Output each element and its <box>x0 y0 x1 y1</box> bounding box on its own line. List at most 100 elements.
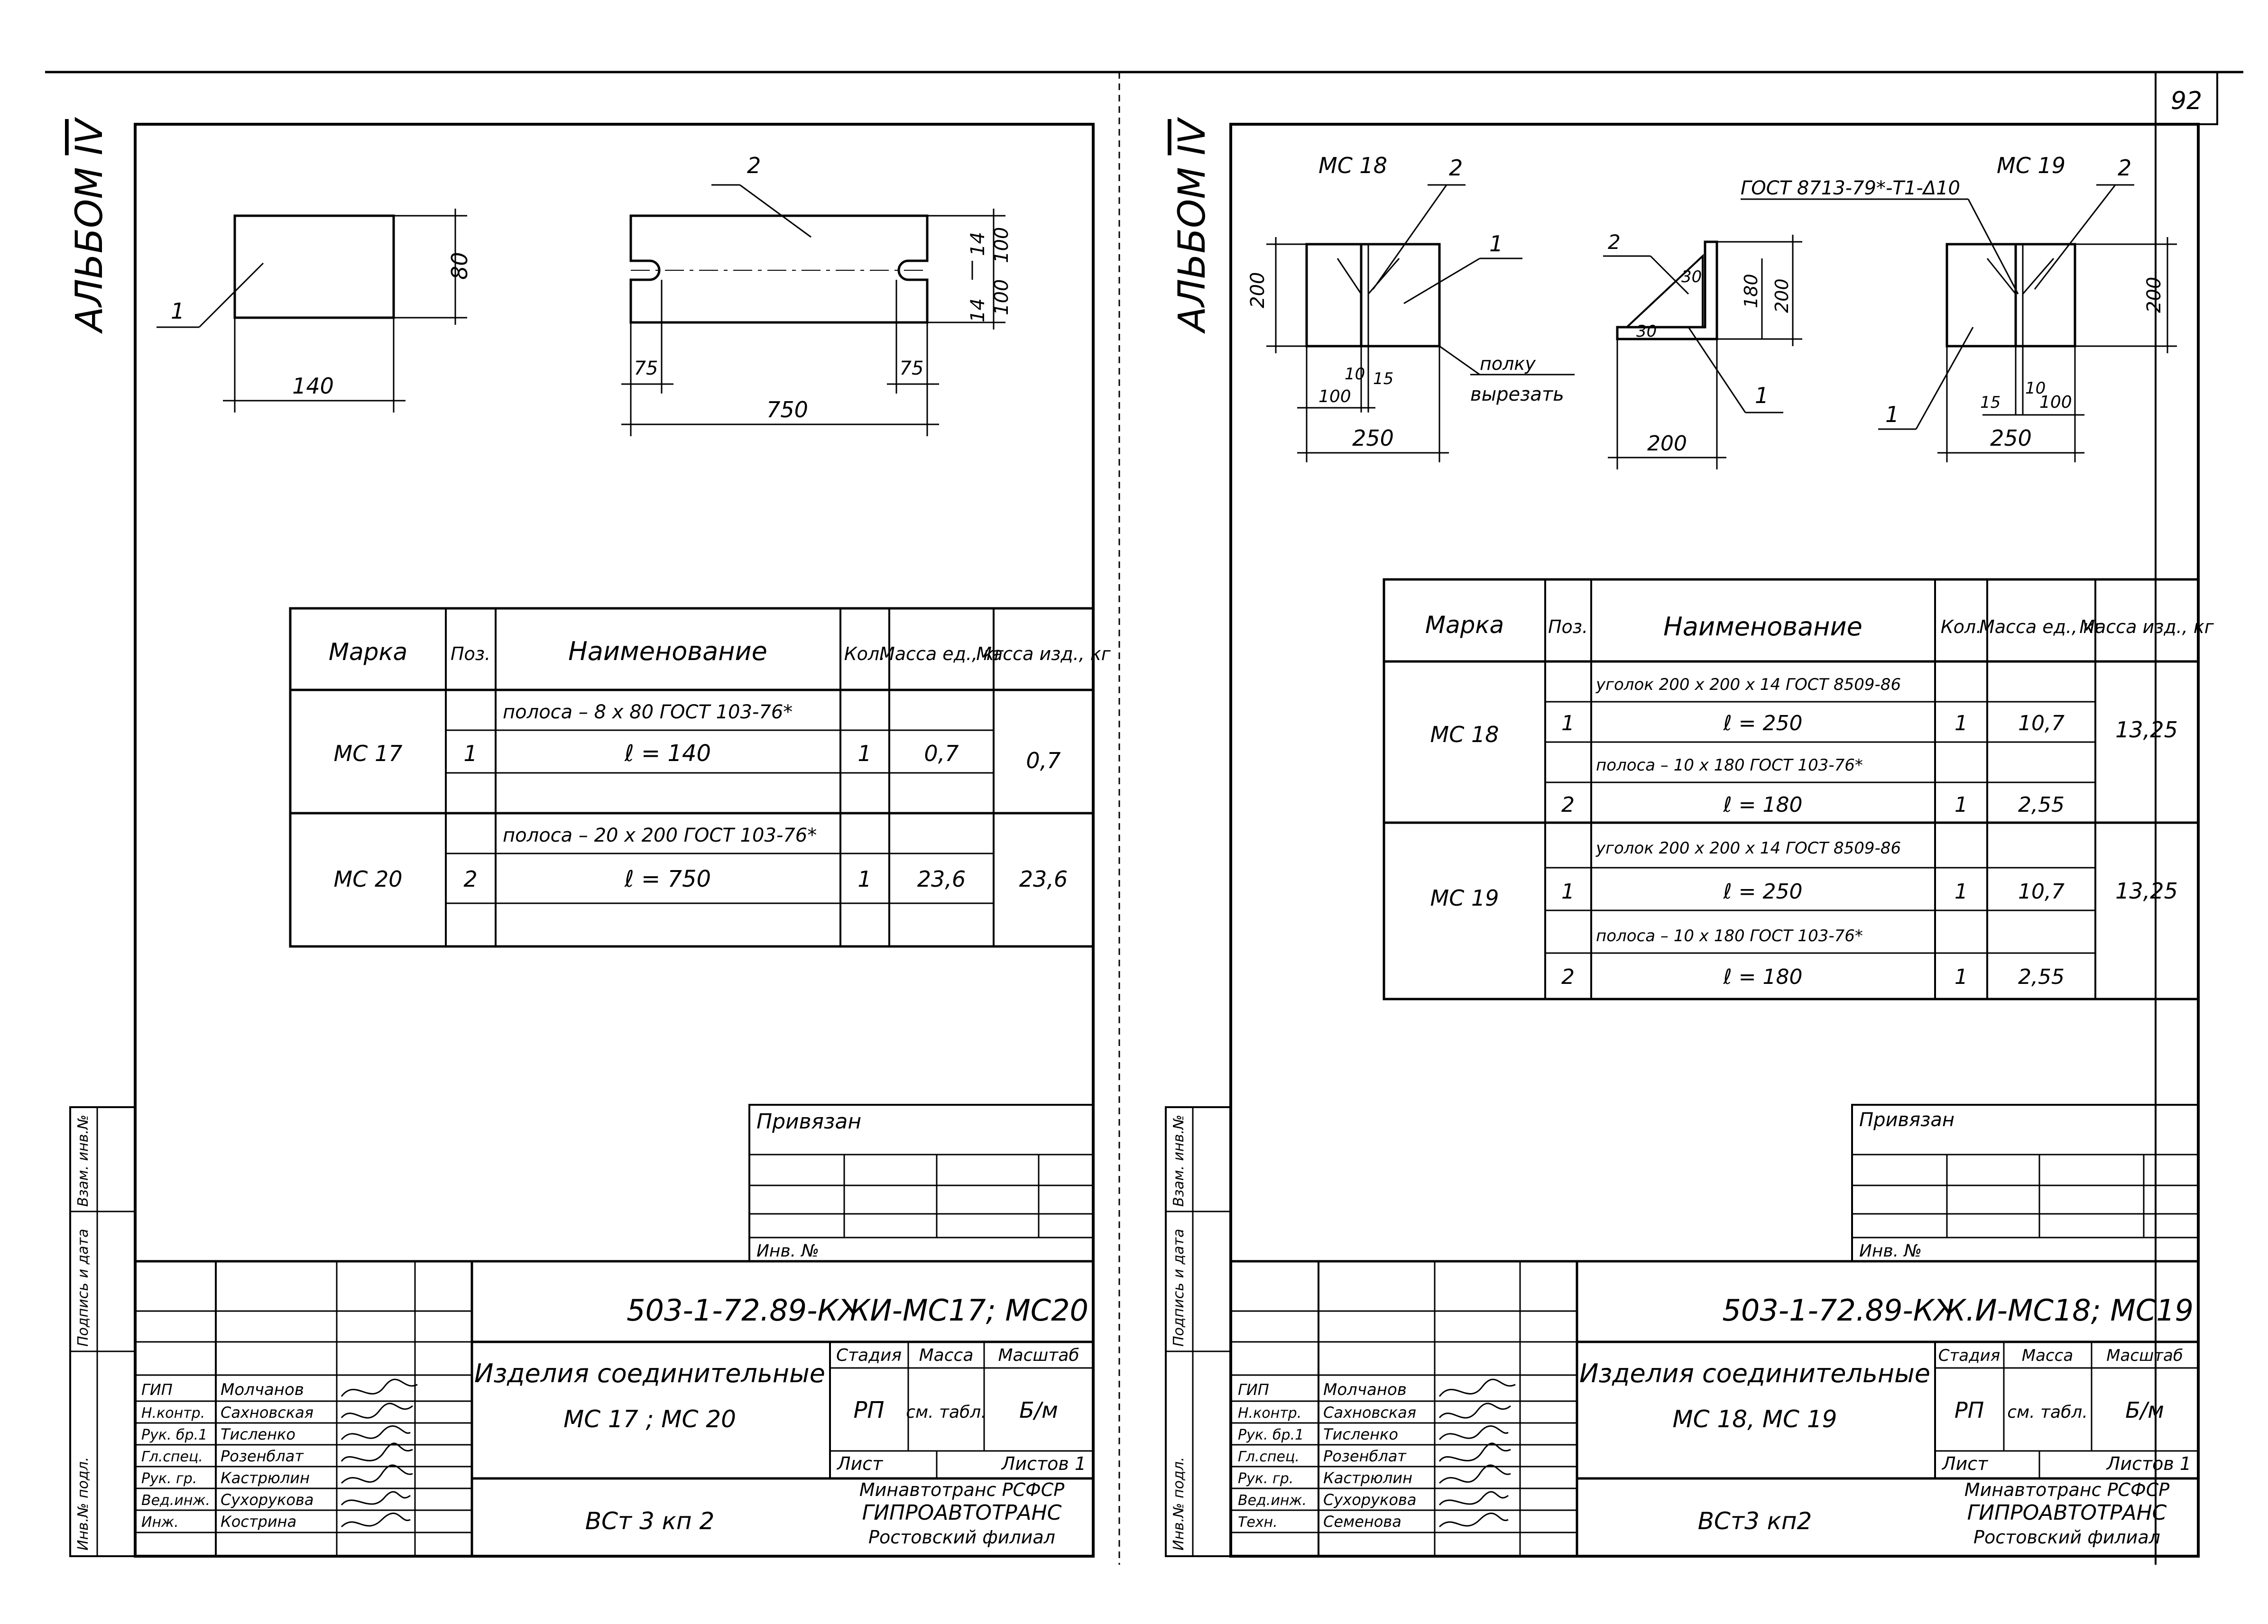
svg-text:Гл.спец.: Гл.спец. <box>1238 1449 1300 1465</box>
svg-text:Рук. бр.1: Рук. бр.1 <box>1238 1427 1304 1443</box>
left-side-stamp: Инв.№ подл. Подпись и дата Взам. инв.№ <box>69 1106 136 1557</box>
right-spec-table: Марка Поз. Наименование Кол. Масса ед., … <box>1383 578 2214 1000</box>
svg-text:Тисленко: Тисленко <box>221 1425 295 1443</box>
svg-text:140: 140 <box>292 373 334 399</box>
left-title-block: 503-1-72.89-КЖИ-МС17; МС20 Изделия соеди… <box>135 1260 1093 1556</box>
svg-text:Наименование: Наименование <box>1663 612 1862 642</box>
svg-text:23,6: 23,6 <box>917 866 966 892</box>
right-drawing-code: 503-1-72.89-КЖ.И-МС18; МС19 <box>1722 1293 2194 1328</box>
svg-text:ВСт 3 кп 2: ВСт 3 кп 2 <box>585 1507 715 1535</box>
svg-text:2: 2 <box>747 153 761 178</box>
right-side-stamp: Инв.№ подл. Подпись и дата Взам. инв.№ <box>1165 1106 1232 1557</box>
svg-text:0,7: 0,7 <box>924 741 959 766</box>
svg-text:10: 10 <box>1345 365 1365 384</box>
svg-text:ГИП: ГИП <box>141 1381 173 1399</box>
svg-text:Вед.инж.: Вед.инж. <box>141 1492 210 1509</box>
svg-text:полоса – 10 х 180 ГОСТ 103-76: полоса – 10 х 180 ГОСТ 103-76* <box>1596 756 1863 775</box>
svg-text:Масштаб: Масштаб <box>998 1346 1079 1365</box>
svg-text:Вед.инж.: Вед.инж. <box>1238 1492 1307 1509</box>
svg-text:200: 200 <box>2143 277 2165 313</box>
svg-text:Наименование: Наименование <box>568 636 767 666</box>
svg-text:МС 18, МС 19: МС 18, МС 19 <box>1673 1405 1837 1433</box>
signature-scribbles-left <box>341 1378 418 1528</box>
svg-text:Техн.: Техн. <box>1238 1514 1278 1531</box>
svg-text:Кол.: Кол. <box>844 643 885 664</box>
svg-text:10: 10 <box>2025 379 2046 398</box>
svg-text:180: 180 <box>1741 274 1761 308</box>
svg-text:Кастрюлин: Кастрюлин <box>1323 1469 1412 1487</box>
page-number: 92 <box>2171 87 2202 115</box>
svg-text:Взам. инв.№: Взам. инв.№ <box>75 1115 92 1207</box>
right-privyazan-box: Привязан Инв. № <box>1851 1104 2199 1262</box>
svg-text:Марка: Марка <box>1425 611 1504 639</box>
svg-text:ℓ = 750: ℓ = 750 <box>624 866 711 892</box>
svg-text:Масса изд., кг: Масса изд., кг <box>2079 616 2214 637</box>
svg-text:Инв. №: Инв. № <box>756 1241 819 1261</box>
svg-text:Б/м: Б/м <box>1019 1397 1058 1423</box>
svg-text:2: 2 <box>2118 155 2131 181</box>
svg-text:см. табл.: см. табл. <box>906 1403 986 1422</box>
svg-text:100: 100 <box>991 279 1013 315</box>
svg-text:ℓ = 180: ℓ = 180 <box>1723 793 1803 817</box>
svg-text:1: 1 <box>1489 231 1503 257</box>
svg-text:ГИПРОАВТОТРАНС: ГИПРОАВТОТРАНС <box>862 1501 1062 1525</box>
svg-text:Кастрюлин: Кастрюлин <box>221 1469 310 1487</box>
svg-text:Лист: Лист <box>836 1453 884 1474</box>
svg-text:Подпись и дата: Подпись и дата <box>75 1229 92 1347</box>
svg-text:ВСт3 кп2: ВСт3 кп2 <box>1698 1507 1812 1535</box>
svg-text:Ростовский филиал: Ростовский филиал <box>868 1527 1055 1548</box>
svg-text:МС 20: МС 20 <box>334 866 403 892</box>
svg-text:Стадия: Стадия <box>1938 1346 2000 1365</box>
left-sheet: АЛЬБОМ IV Инв.№ подл. Подпись и дата Вза… <box>68 117 1111 1558</box>
svg-text:100: 100 <box>2039 393 2072 412</box>
svg-text:Минавтотранс РСФСР: Минавтотранс РСФСР <box>1964 1479 2169 1500</box>
svg-text:МС 17: МС 17 <box>334 741 403 766</box>
svg-text:вырезать: вырезать <box>1470 384 1564 405</box>
svg-text:Масса ед., кг: Масса ед., кг <box>1979 616 2104 637</box>
svg-text:Розенблат: Розенблат <box>1323 1447 1407 1465</box>
album-label-left: АЛЬБОМ IV <box>68 117 111 334</box>
svg-text:14: 14 <box>967 232 989 256</box>
svg-text:полоса – 8 х 80 ГОСТ 103-76*: полоса – 8 х 80 ГОСТ 103-76* <box>503 701 793 723</box>
svg-text:1: 1 <box>463 741 477 766</box>
svg-text:Розенблат: Розенблат <box>221 1447 304 1465</box>
svg-text:Инв.№ подл.: Инв.№ подл. <box>1171 1457 1187 1551</box>
svg-text:Лист: Лист <box>1941 1453 1989 1474</box>
svg-text:Изделия соединительные: Изделия соединительные <box>474 1358 825 1388</box>
svg-text:Поз.: Поз. <box>451 643 490 664</box>
svg-text:1: 1 <box>1955 880 1968 904</box>
svg-text:ℓ = 250: ℓ = 250 <box>1723 880 1803 904</box>
svg-text:250: 250 <box>1352 425 1394 451</box>
svg-text:МС 18: МС 18 <box>1318 153 1387 178</box>
svg-text:МС 17 ; МС 20: МС 17 ; МС 20 <box>563 1405 736 1433</box>
svg-text:полоса – 20 х 200 ГОСТ 103-76: полоса – 20 х 200 ГОСТ 103-76* <box>503 825 817 846</box>
svg-text:Минавтотранс РСФСР: Минавтотранс РСФСР <box>859 1479 1064 1500</box>
svg-text:30: 30 <box>1681 267 1702 286</box>
svg-text:ℓ = 250: ℓ = 250 <box>1723 711 1803 735</box>
svg-text:Н.контр.: Н.контр. <box>1238 1405 1301 1422</box>
svg-text:1: 1 <box>1885 402 1899 427</box>
svg-text:10,7: 10,7 <box>2018 711 2065 735</box>
svg-text:Марка: Марка <box>329 638 407 666</box>
svg-text:Рук. гр.: Рук. гр. <box>1238 1470 1293 1487</box>
svg-text:1: 1 <box>1561 711 1575 735</box>
svg-text:Инж.: Инж. <box>141 1514 179 1531</box>
svg-text:Масса: Масса <box>2022 1346 2073 1365</box>
svg-text:Поз.: Поз. <box>1548 616 1588 637</box>
svg-text:0,7: 0,7 <box>1026 748 1060 773</box>
svg-text:15: 15 <box>1980 393 2001 412</box>
svg-text:Б/м: Б/м <box>2125 1397 2164 1423</box>
signature-scribbles-right <box>1438 1378 1516 1528</box>
svg-text:30: 30 <box>1636 322 1657 341</box>
svg-text:2: 2 <box>463 866 477 892</box>
svg-text:1: 1 <box>857 866 871 892</box>
svg-text:80: 80 <box>447 252 472 280</box>
left-part1-drawing: 80 140 1 <box>157 209 472 413</box>
svg-text:13,25: 13,25 <box>2115 717 2178 743</box>
right-title-block: 503-1-72.89-КЖ.И-МС18; МС19 Изделия соед… <box>1231 1260 2198 1556</box>
left-spec-table: Марка Поз. Наименование Кол. Масса ед., … <box>289 607 1111 948</box>
svg-text:ℓ = 180: ℓ = 180 <box>1723 965 1803 989</box>
svg-text:Кол.: Кол. <box>1941 616 1982 637</box>
svg-text:Кострина: Кострина <box>221 1513 296 1531</box>
svg-text:Масса: Масса <box>919 1346 974 1365</box>
